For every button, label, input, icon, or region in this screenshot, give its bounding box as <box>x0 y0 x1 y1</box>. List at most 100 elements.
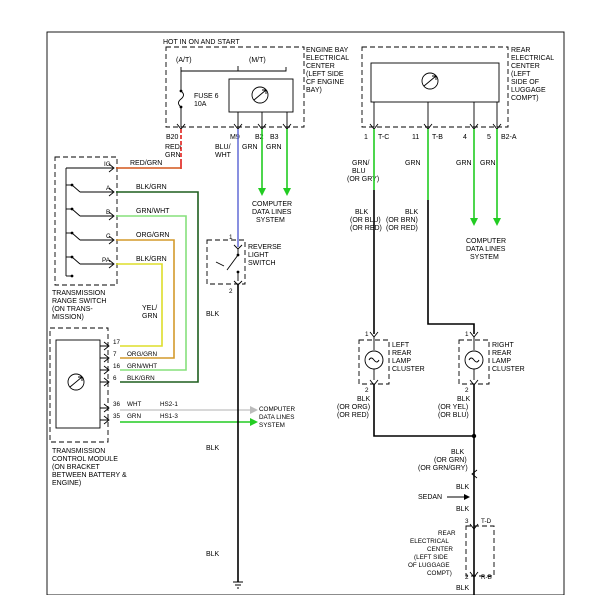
tcm-36-circuit: HS2-1 <box>160 401 178 408</box>
at-label: (A/T) <box>176 57 192 64</box>
b2-wire-color: GRN <box>242 144 258 151</box>
left-above-1: BLK <box>355 209 369 216</box>
rear-pin-1-id: T-C <box>378 134 389 141</box>
tcm-pin-6: 6 <box>113 375 117 382</box>
tcm-box <box>49 327 109 443</box>
td-connector-icon <box>469 523 479 530</box>
reverse-blk-3: BLK <box>206 551 220 558</box>
b-wire-color: GRN/WHT <box>136 208 170 215</box>
right-data-lines-3: SYSTEM <box>470 254 499 261</box>
right-below-1: BLK <box>457 396 471 403</box>
right-lamp-pin-1: 1 <box>465 331 469 338</box>
rear-pin-1: 1 <box>364 134 368 141</box>
ground-blk-1: BLK <box>456 484 470 491</box>
fuse-node-bottom <box>179 105 183 109</box>
p4-arrow-icon <box>470 218 478 226</box>
tcm-pin-17: 17 <box>113 339 121 346</box>
transmission-range-switch: IG A B C PA TRANSMISSION RANGE SWITCH (O… <box>52 156 118 321</box>
right-above-1: BLK <box>405 209 419 216</box>
tcm-35-color: GRN <box>127 413 141 420</box>
rear-center-2-name-6: COMPT) <box>427 570 452 577</box>
ground-blk-or-3: (OR GRN/GRY) <box>418 465 468 472</box>
b20-wire-color-1: RED/ <box>165 144 182 151</box>
engine-bay-name-2: ELECTRICAL <box>306 55 349 62</box>
right-below-3: (OR BLU) <box>438 412 469 419</box>
rear-center-2-name-2: ELECTRICAL <box>410 538 449 545</box>
p5-wire-color: GRN <box>480 160 496 167</box>
right-lamp-box <box>458 339 490 385</box>
pa-wire-color: BLK/GRN <box>136 256 167 263</box>
b-connector-icon <box>108 211 115 221</box>
tc-wire-color-1: GRN/ <box>352 160 370 167</box>
node-b <box>70 207 74 211</box>
reverse-name-3: SWITCH <box>248 260 276 267</box>
tb-wire-color: GRN <box>405 160 421 167</box>
node-a <box>70 183 74 187</box>
tcm-name-3: (ON BRACKET <box>52 464 101 471</box>
fuse-node-top <box>179 89 183 93</box>
pos-a: A <box>106 185 111 192</box>
relay-circle-icon <box>251 86 269 104</box>
tcm-36-color: WHT <box>127 401 141 408</box>
reverse-switch-plunger <box>215 261 225 267</box>
rb-pin-id: R-B <box>481 574 492 581</box>
pin-b3: B3 <box>270 134 279 141</box>
tcm-circle-icon <box>67 373 85 391</box>
range-switch-name-2: RANGE SWITCH <box>52 298 106 305</box>
c-wire-color: ORG/GRN <box>136 232 169 239</box>
top-data-lines-2: DATA LINES <box>252 209 292 216</box>
reverse-switch-arm <box>226 254 239 271</box>
hot-in-on-start-label: HOT IN ON AND START <box>163 39 240 46</box>
contact-b <box>71 208 113 217</box>
reverse-light-switch: 1 2 REVERSE LIGHT SWITCH <box>206 234 282 295</box>
node-end <box>70 274 74 278</box>
rear-relay-circle-icon <box>421 72 439 90</box>
m9-wire-color-2: WHT <box>215 152 232 159</box>
right-lamp-name-1: RIGHT <box>492 342 515 349</box>
ground-blk-or-2: (OR GRN) <box>434 457 467 464</box>
reverse-pin-2: 2 <box>229 288 233 295</box>
tcm-35-circuit: HS1-3 <box>160 413 178 420</box>
left-rear-lamp-cluster: 1 2 LEFT REAR LAMP CLUSTER <box>358 331 425 394</box>
tc-wire-color-3: (OR GRY) <box>347 176 379 183</box>
tcm-pin-16: 16 <box>113 363 121 370</box>
right-above-3: (OR RED) <box>386 225 418 232</box>
reverse-blk-2: BLK <box>206 445 220 452</box>
fuse-amp: 10A <box>194 101 207 108</box>
contact-a <box>71 184 113 193</box>
left-below-1: BLK <box>357 396 371 403</box>
reverse-ground-icon <box>233 581 243 589</box>
relay-arrow-icon <box>253 89 267 101</box>
rear-name-4: (LEFT <box>511 71 531 78</box>
ground-blk-2: BLK <box>456 506 470 513</box>
right-above-2: (OR BRN) <box>386 217 418 224</box>
engine-bay-center: HOT IN ON AND START (A/T) (M/T) FUSE 6 1… <box>163 39 349 159</box>
ground-blk-or-1: BLK <box>451 449 465 456</box>
right-data-lines-2: DATA LINES <box>466 246 506 253</box>
rear-name-6: LUGGAGE <box>511 87 546 94</box>
tcm-data-lines-1: COMPUTER <box>259 406 295 413</box>
rear-pin-11-id: T-B <box>432 134 443 141</box>
tcm-pin-7: 7 <box>113 351 117 358</box>
top-data-lines-1: COMPUTER <box>252 201 292 208</box>
left-lamp-ground-wire <box>373 385 474 437</box>
left-below-2: (OR ORG) <box>337 404 370 411</box>
tcm-arrow-icon <box>69 376 83 388</box>
engine-bay-relay-module <box>228 78 294 113</box>
a-black-green-wire <box>116 191 199 383</box>
rear-center-2-name-5: OF LUGGAGE <box>408 562 450 569</box>
p5-arrow-icon <box>493 218 501 226</box>
rear-name-3: CENTER <box>511 63 540 70</box>
pin-b20: B20 <box>166 134 179 141</box>
rear-center-2-name-4: (LEFT SIDE <box>414 554 448 561</box>
left-lamp-box <box>358 339 390 385</box>
left-lamp-name-2: REAR <box>392 350 411 357</box>
pin-m9: M9 <box>230 134 240 141</box>
engine-bay-center-box <box>165 46 305 128</box>
tc-wire-color-2: BLU <box>352 168 366 175</box>
pos-b: B <box>106 209 110 216</box>
right-rear-lamp-cluster: 1 2 RIGHT REAR LAMP CLUSTER <box>458 331 525 394</box>
left-lamp-pin-1: 1 <box>365 331 369 338</box>
td-pin-id: T-D <box>481 518 492 525</box>
